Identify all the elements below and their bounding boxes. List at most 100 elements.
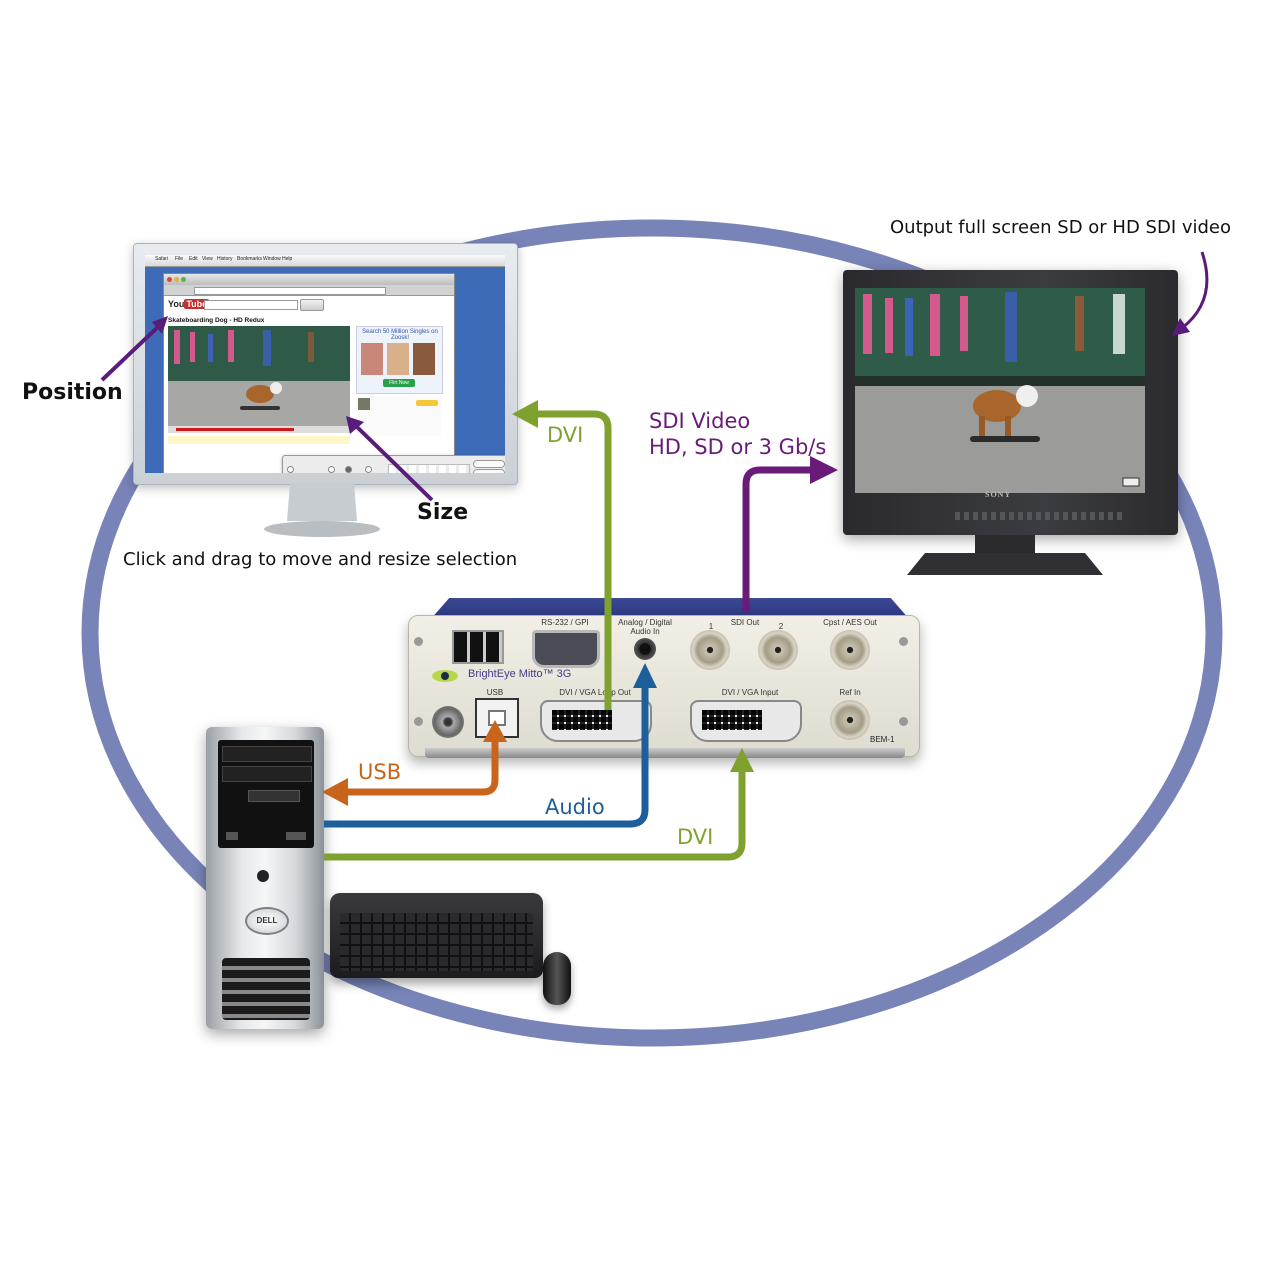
genlock-bnc[interactable]	[432, 706, 464, 738]
menu-history[interactable]: History	[217, 256, 233, 262]
ref-in-label: Ref In	[839, 688, 861, 697]
radio-aspect-169[interactable]	[365, 466, 372, 473]
device-brand-label: BrightEye Mitto™ 3G	[468, 668, 572, 680]
maximize-dot-icon[interactable]	[181, 277, 186, 282]
menu-file[interactable]: File	[175, 256, 184, 262]
cooling-vent	[452, 630, 504, 664]
fullscreen-video-image	[855, 288, 1145, 493]
size-pointer-line	[354, 424, 434, 502]
brighteye-eye-logo-icon	[430, 668, 460, 682]
dvi-loop-out-label: DVI / VGA Loop Out	[559, 688, 631, 697]
optical-drive-2[interactable]	[222, 766, 312, 782]
cpst-aes-label: Cpst / AES Out	[823, 618, 877, 627]
channel-avatar[interactable]	[358, 398, 370, 410]
sdi-video-label: SDI Video HD, SD or 3 Gb/s	[649, 408, 826, 460]
size-label: Size	[417, 500, 469, 525]
preset-buttons[interactable]	[388, 464, 470, 473]
video-response-bar	[168, 436, 350, 444]
sdi-line	[742, 466, 815, 612]
monitor-screen: Safari File Edit View History Bookmarks …	[145, 255, 505, 473]
sdi-video-label-line1: SDI Video	[649, 409, 751, 433]
ad-title: Search 50 Million Singles on Zoosk!	[362, 329, 438, 341]
monitor-control-buttons[interactable]	[955, 512, 1125, 520]
ad-photo-1	[361, 343, 383, 375]
ad-banner[interactable]: Search 50 Million Singles on Zoosk! Flir…	[356, 326, 443, 394]
menu-view[interactable]: View	[202, 256, 213, 262]
subscribe-button[interactable]	[416, 400, 438, 406]
radio-aspect-manual[interactable]	[345, 466, 352, 473]
click-drag-caption: Click and drag to move and resize select…	[123, 549, 518, 570]
dvi-in-label: DVI	[677, 825, 714, 849]
dvi-to-monitor-line	[530, 410, 612, 710]
menu-window[interactable]: Window	[263, 256, 281, 262]
radio-aspect-43[interactable]	[328, 466, 335, 473]
screw-icon	[899, 637, 908, 646]
dvi-from-pc-arrowhead	[730, 748, 754, 772]
ref-in-bnc[interactable]	[830, 700, 870, 740]
cpst-aes-bnc[interactable]	[830, 630, 870, 670]
sony-logo: SONY	[985, 490, 1012, 499]
dvi-loop-out-port[interactable]	[540, 700, 652, 742]
minimize-dot-icon[interactable]	[174, 277, 179, 282]
full-screen-button[interactable]	[473, 460, 505, 468]
workflow-ring	[81, 219, 1223, 1047]
power-button[interactable]	[257, 870, 269, 882]
logo-tube: Tube	[184, 299, 210, 309]
sdi-out-2-bnc[interactable]	[758, 630, 798, 670]
device-model-label: BEM-1	[870, 735, 895, 744]
media-card-reader[interactable]	[248, 790, 300, 802]
screw-icon	[414, 637, 423, 646]
dvi-input-label: DVI / VGA Input	[721, 688, 779, 697]
keyboard-keys[interactable]	[340, 913, 533, 971]
menu-safari[interactable]: Safari	[155, 256, 169, 262]
menu-edit[interactable]: Edit	[189, 256, 198, 262]
youtube-search-button[interactable]	[300, 299, 324, 311]
video-player[interactable]	[168, 326, 350, 426]
dvi-from-pc-line	[324, 770, 746, 861]
front-usb-ports[interactable]	[286, 832, 306, 840]
menu-help[interactable]: Help	[282, 256, 293, 262]
mac-menubar: Safari File Edit View History Bookmarks …	[145, 255, 505, 267]
optical-drive-1[interactable]	[222, 746, 312, 762]
usb-arrowhead-device	[483, 720, 507, 742]
size-pointer-arrowhead	[346, 416, 364, 434]
sdi-video-label-line2: HD, SD or 3 Gb/s	[649, 435, 827, 459]
screw-icon	[414, 717, 423, 726]
sony-stand	[907, 535, 1103, 575]
ad-photo-2	[387, 343, 409, 375]
mouse[interactable]	[543, 952, 571, 1005]
flirt-now-button[interactable]: Flirt Now	[383, 379, 415, 387]
usb-connection-label: USB	[358, 760, 402, 784]
sdi-arrowhead	[810, 456, 838, 484]
player-progress-bar[interactable]	[176, 428, 294, 431]
radio-ignore-clicks[interactable]	[287, 466, 294, 473]
rs232-port[interactable]	[532, 630, 600, 668]
dvi-to-monitor-arrowhead	[512, 400, 538, 428]
channel-info	[356, 396, 441, 436]
audio-in-jack[interactable]	[634, 638, 656, 660]
change-screen-button[interactable]	[473, 469, 505, 473]
sdi-out-1-bnc[interactable]	[690, 630, 730, 670]
position-pointer-arrowhead	[152, 316, 168, 334]
sony-screen	[855, 288, 1145, 493]
dvi-input-port[interactable]	[690, 700, 802, 742]
audio-line	[324, 685, 649, 828]
drive-bays	[218, 740, 314, 848]
sdi-out-label: SDI Out	[730, 618, 760, 627]
audio-in-label: Analog / Digital Audio In	[610, 618, 680, 636]
device-chassis-top	[430, 598, 910, 620]
close-dot-icon[interactable]	[167, 277, 172, 282]
front-audio-ports[interactable]	[226, 832, 238, 840]
monitor-stand	[264, 483, 380, 537]
menu-bookmarks[interactable]: Bookmarks	[237, 256, 263, 262]
keyboard[interactable]	[330, 893, 543, 978]
audio-connection-label: Audio	[545, 795, 605, 819]
youtube-search-input[interactable]	[204, 300, 298, 310]
output-fullscreen-caption: Output full screen SD or HD SDI video	[890, 217, 1232, 238]
dell-logo: DELL	[245, 907, 289, 935]
browser-url-bar[interactable]	[164, 285, 454, 296]
tower-grille	[222, 958, 310, 1020]
